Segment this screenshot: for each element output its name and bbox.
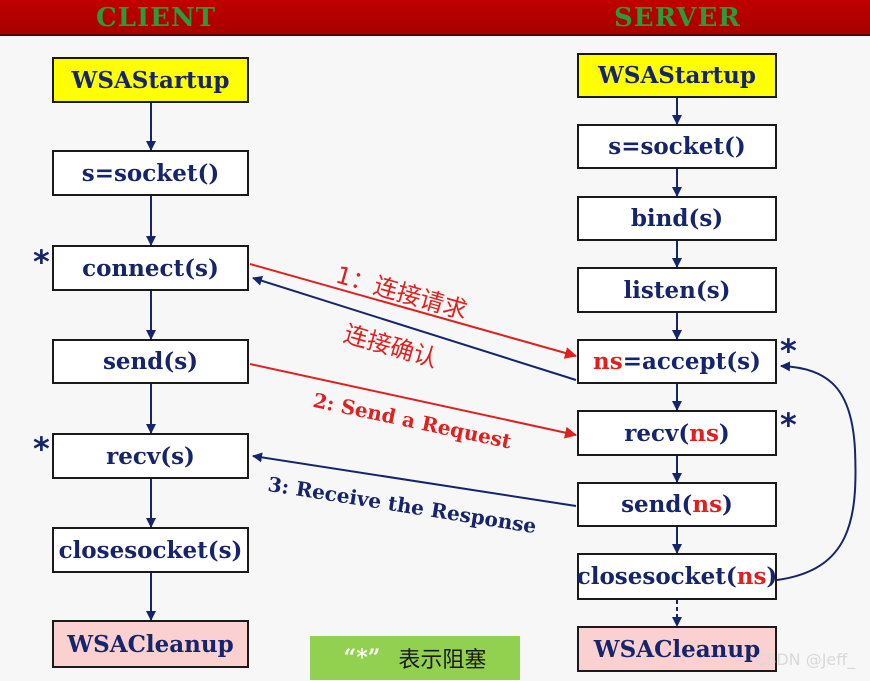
send-request-arrow [249, 363, 577, 439]
client-closesocket-box: closesocket(s) [52, 527, 249, 573]
client-send-box: send(s) [52, 339, 249, 384]
loop-back-arrow [776, 361, 857, 581]
blocking-star-recv-server: * [780, 406, 797, 444]
server-listen-box: listen(s) [577, 267, 777, 313]
server-title: SERVER [614, 3, 741, 33]
blocking-star-accept: * [780, 332, 797, 370]
server-accept-box: ns=accept(s) [577, 339, 777, 384]
send-call-close: ) [722, 491, 733, 518]
blocking-star-connect: * [33, 243, 50, 281]
server-wsastartup-box: WSAStartup [577, 53, 777, 98]
client-connect-box: connect(s) [52, 245, 249, 291]
server-socket-box: s=socket() [577, 124, 777, 169]
connect-request-arrow [249, 263, 577, 359]
close-call-close: ) [766, 563, 778, 590]
recv-call-close: ) [718, 419, 730, 447]
recv-ns-var: ns [689, 419, 719, 447]
accept-call: =accept(s) [622, 348, 761, 375]
server-bind-box: bind(s) [577, 196, 777, 241]
blocking-star-recv: * [33, 430, 50, 468]
server-recv-box: recv(ns) [577, 410, 777, 456]
legend-text: 表示阻塞 [398, 648, 487, 673]
title-bar [0, 0, 870, 36]
close-call-open: closesocket( [576, 563, 737, 590]
client-recv-box: recv(s) [52, 433, 249, 479]
receive-response-arrow [252, 452, 577, 507]
client-title: CLIENT [96, 3, 217, 33]
blocking-legend: “*” 表示阻塞 [310, 636, 520, 680]
send-ns-var: ns [692, 491, 723, 518]
client-socket-box: s=socket() [52, 150, 249, 196]
legend-symbol: “*” [343, 645, 381, 671]
send-call-open: send( [621, 491, 693, 518]
client-wsacleanup-box: WSACleanup [52, 620, 249, 668]
connect-confirm-arrow [252, 275, 577, 381]
recv-call-open: recv( [624, 419, 690, 447]
server-wsacleanup-box: WSACleanup [577, 626, 777, 672]
server-closesocket-box: closesocket(ns) [577, 553, 777, 600]
accept-ns-var: ns [593, 348, 623, 375]
close-ns-var: ns [736, 563, 767, 590]
client-wsastartup-box: WSAStartup [52, 57, 249, 103]
server-send-box: send(ns) [577, 482, 777, 527]
watermark: CSDN @Jeff_ [755, 650, 856, 669]
